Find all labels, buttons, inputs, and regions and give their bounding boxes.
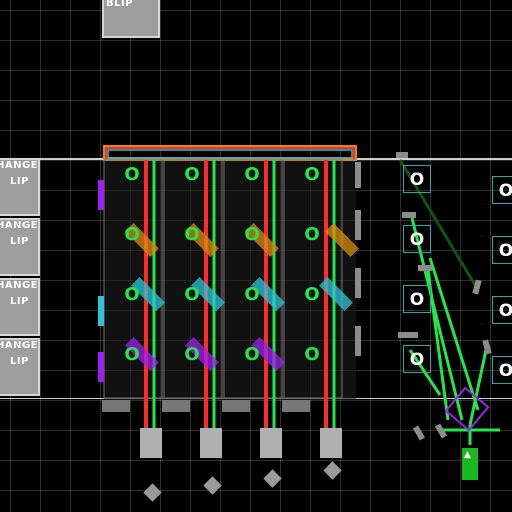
blip-label: BLIP (106, 0, 134, 9)
cell-indicator: O (304, 284, 320, 305)
hange-sublabel: LIP (10, 236, 29, 247)
connector-block[interactable] (260, 428, 282, 458)
cell-indicator: O (124, 284, 140, 305)
connector-block[interactable] (200, 428, 222, 458)
output-node[interactable]: O (492, 176, 512, 204)
hange-label: HANGE (0, 220, 39, 231)
hange-component[interactable]: HANGE LIP (0, 218, 40, 276)
hange-sublabel: LIP (10, 176, 29, 187)
output-node[interactable]: O (492, 356, 512, 384)
hange-label: HANGE (0, 340, 39, 351)
cell-indicator: O (244, 164, 260, 185)
hange-sublabel: LIP (10, 296, 29, 307)
output-node[interactable]: O (403, 345, 431, 373)
ground-icon[interactable]: ▲ (462, 448, 478, 480)
hange-component[interactable]: HANGE LIP (0, 338, 40, 396)
hange-component[interactable]: HANGE LIP (0, 278, 40, 336)
cell-indicator: O (124, 224, 140, 245)
blip-component[interactable]: BLIP (102, 0, 160, 38)
cell-indicator: O (244, 284, 260, 305)
output-node[interactable]: O (492, 296, 512, 324)
output-node[interactable]: O (492, 236, 512, 264)
cell-indicator: O (124, 164, 140, 185)
cell-indicator: O (184, 344, 200, 365)
hange-label: HANGE (0, 160, 39, 171)
cell-indicator: O (304, 164, 320, 185)
output-node[interactable]: O (403, 225, 431, 253)
cell-indicator: O (184, 284, 200, 305)
hange-sublabel: LIP (10, 356, 29, 367)
output-node[interactable]: O (403, 165, 431, 193)
hange-label: HANGE (0, 280, 39, 291)
connector-block[interactable] (140, 428, 162, 458)
cell-indicator: O (184, 164, 200, 185)
connector-block[interactable] (320, 428, 342, 458)
cell-indicator: O (244, 224, 260, 245)
hange-component[interactable]: HANGE LIP (0, 158, 40, 216)
output-node[interactable]: O (403, 285, 431, 313)
cell-indicator: O (124, 344, 140, 365)
cell-indicator: O (304, 224, 320, 245)
cell-indicator: O (184, 224, 200, 245)
cell-indicator: O (304, 344, 320, 365)
cell-indicator: O (244, 344, 260, 365)
